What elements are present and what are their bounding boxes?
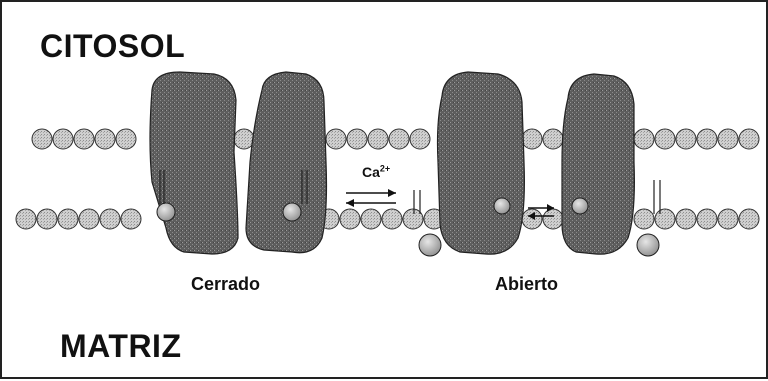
open-channel — [414, 72, 660, 256]
closed-channel-ion-left — [157, 203, 175, 221]
lipid-head — [634, 209, 654, 229]
lipid-head — [368, 129, 388, 149]
cytosol-label: CITOSOL — [40, 28, 185, 65]
lipid-head — [543, 129, 563, 149]
open-channel-ion-left — [494, 198, 510, 214]
calcium-ion-label: Ca2+ — [362, 164, 390, 180]
lipid-head — [16, 209, 36, 229]
calcium-ion-charge: 2+ — [380, 163, 390, 173]
calcium-ion-symbol: Ca — [362, 164, 380, 180]
closed-state-label: Cerrado — [191, 274, 260, 295]
lipid-head — [37, 209, 57, 229]
lipid-head — [326, 129, 346, 149]
lipid-head — [347, 129, 367, 149]
lipid-head — [74, 129, 94, 149]
closed-channel — [150, 72, 327, 254]
lipid-head — [361, 209, 381, 229]
matrix-label: MATRIZ — [60, 328, 181, 365]
lipid-head — [697, 209, 717, 229]
lipid-head — [32, 129, 52, 149]
lipid-head — [234, 129, 254, 149]
lipid-head — [121, 209, 141, 229]
open-channel-detached-head-left — [419, 234, 441, 256]
lipid-head — [676, 209, 696, 229]
equilibrium-arrows-ca — [346, 189, 396, 207]
lipid-head — [79, 209, 99, 229]
lipid-head — [718, 209, 738, 229]
lipid-head — [655, 209, 675, 229]
open-channel-lipid-tails-right — [654, 180, 660, 214]
lipid-head — [522, 209, 542, 229]
lipid-head — [382, 209, 402, 229]
closed-channel-ion-right — [283, 203, 301, 221]
closed-channel-right-subunit — [246, 72, 327, 253]
lipid-head — [340, 209, 360, 229]
lipid-head — [676, 129, 696, 149]
lipid-head — [522, 129, 542, 149]
open-channel-ion-right — [572, 198, 588, 214]
lipid-head — [634, 129, 654, 149]
lipid-head — [543, 209, 563, 229]
open-channel-right-subunit — [562, 74, 634, 254]
lipid-head — [739, 129, 759, 149]
lipid-head — [410, 129, 430, 149]
lower-membrane-leaflet — [16, 209, 759, 229]
lipid-head — [655, 129, 675, 149]
lipid-head — [100, 209, 120, 229]
lipid-head — [718, 129, 738, 149]
lipid-head — [389, 129, 409, 149]
open-channel-detached-head-right — [637, 234, 659, 256]
upper-membrane-leaflet — [32, 129, 759, 149]
lipid-head — [95, 129, 115, 149]
lipid-head — [53, 129, 73, 149]
lipid-head — [116, 129, 136, 149]
lipid-head — [697, 129, 717, 149]
lipid-head — [58, 209, 78, 229]
open-channel-left-subunit — [438, 72, 525, 254]
lipid-head — [739, 209, 759, 229]
open-state-label: Abierto — [495, 274, 558, 295]
closed-channel-left-subunit — [150, 72, 238, 254]
